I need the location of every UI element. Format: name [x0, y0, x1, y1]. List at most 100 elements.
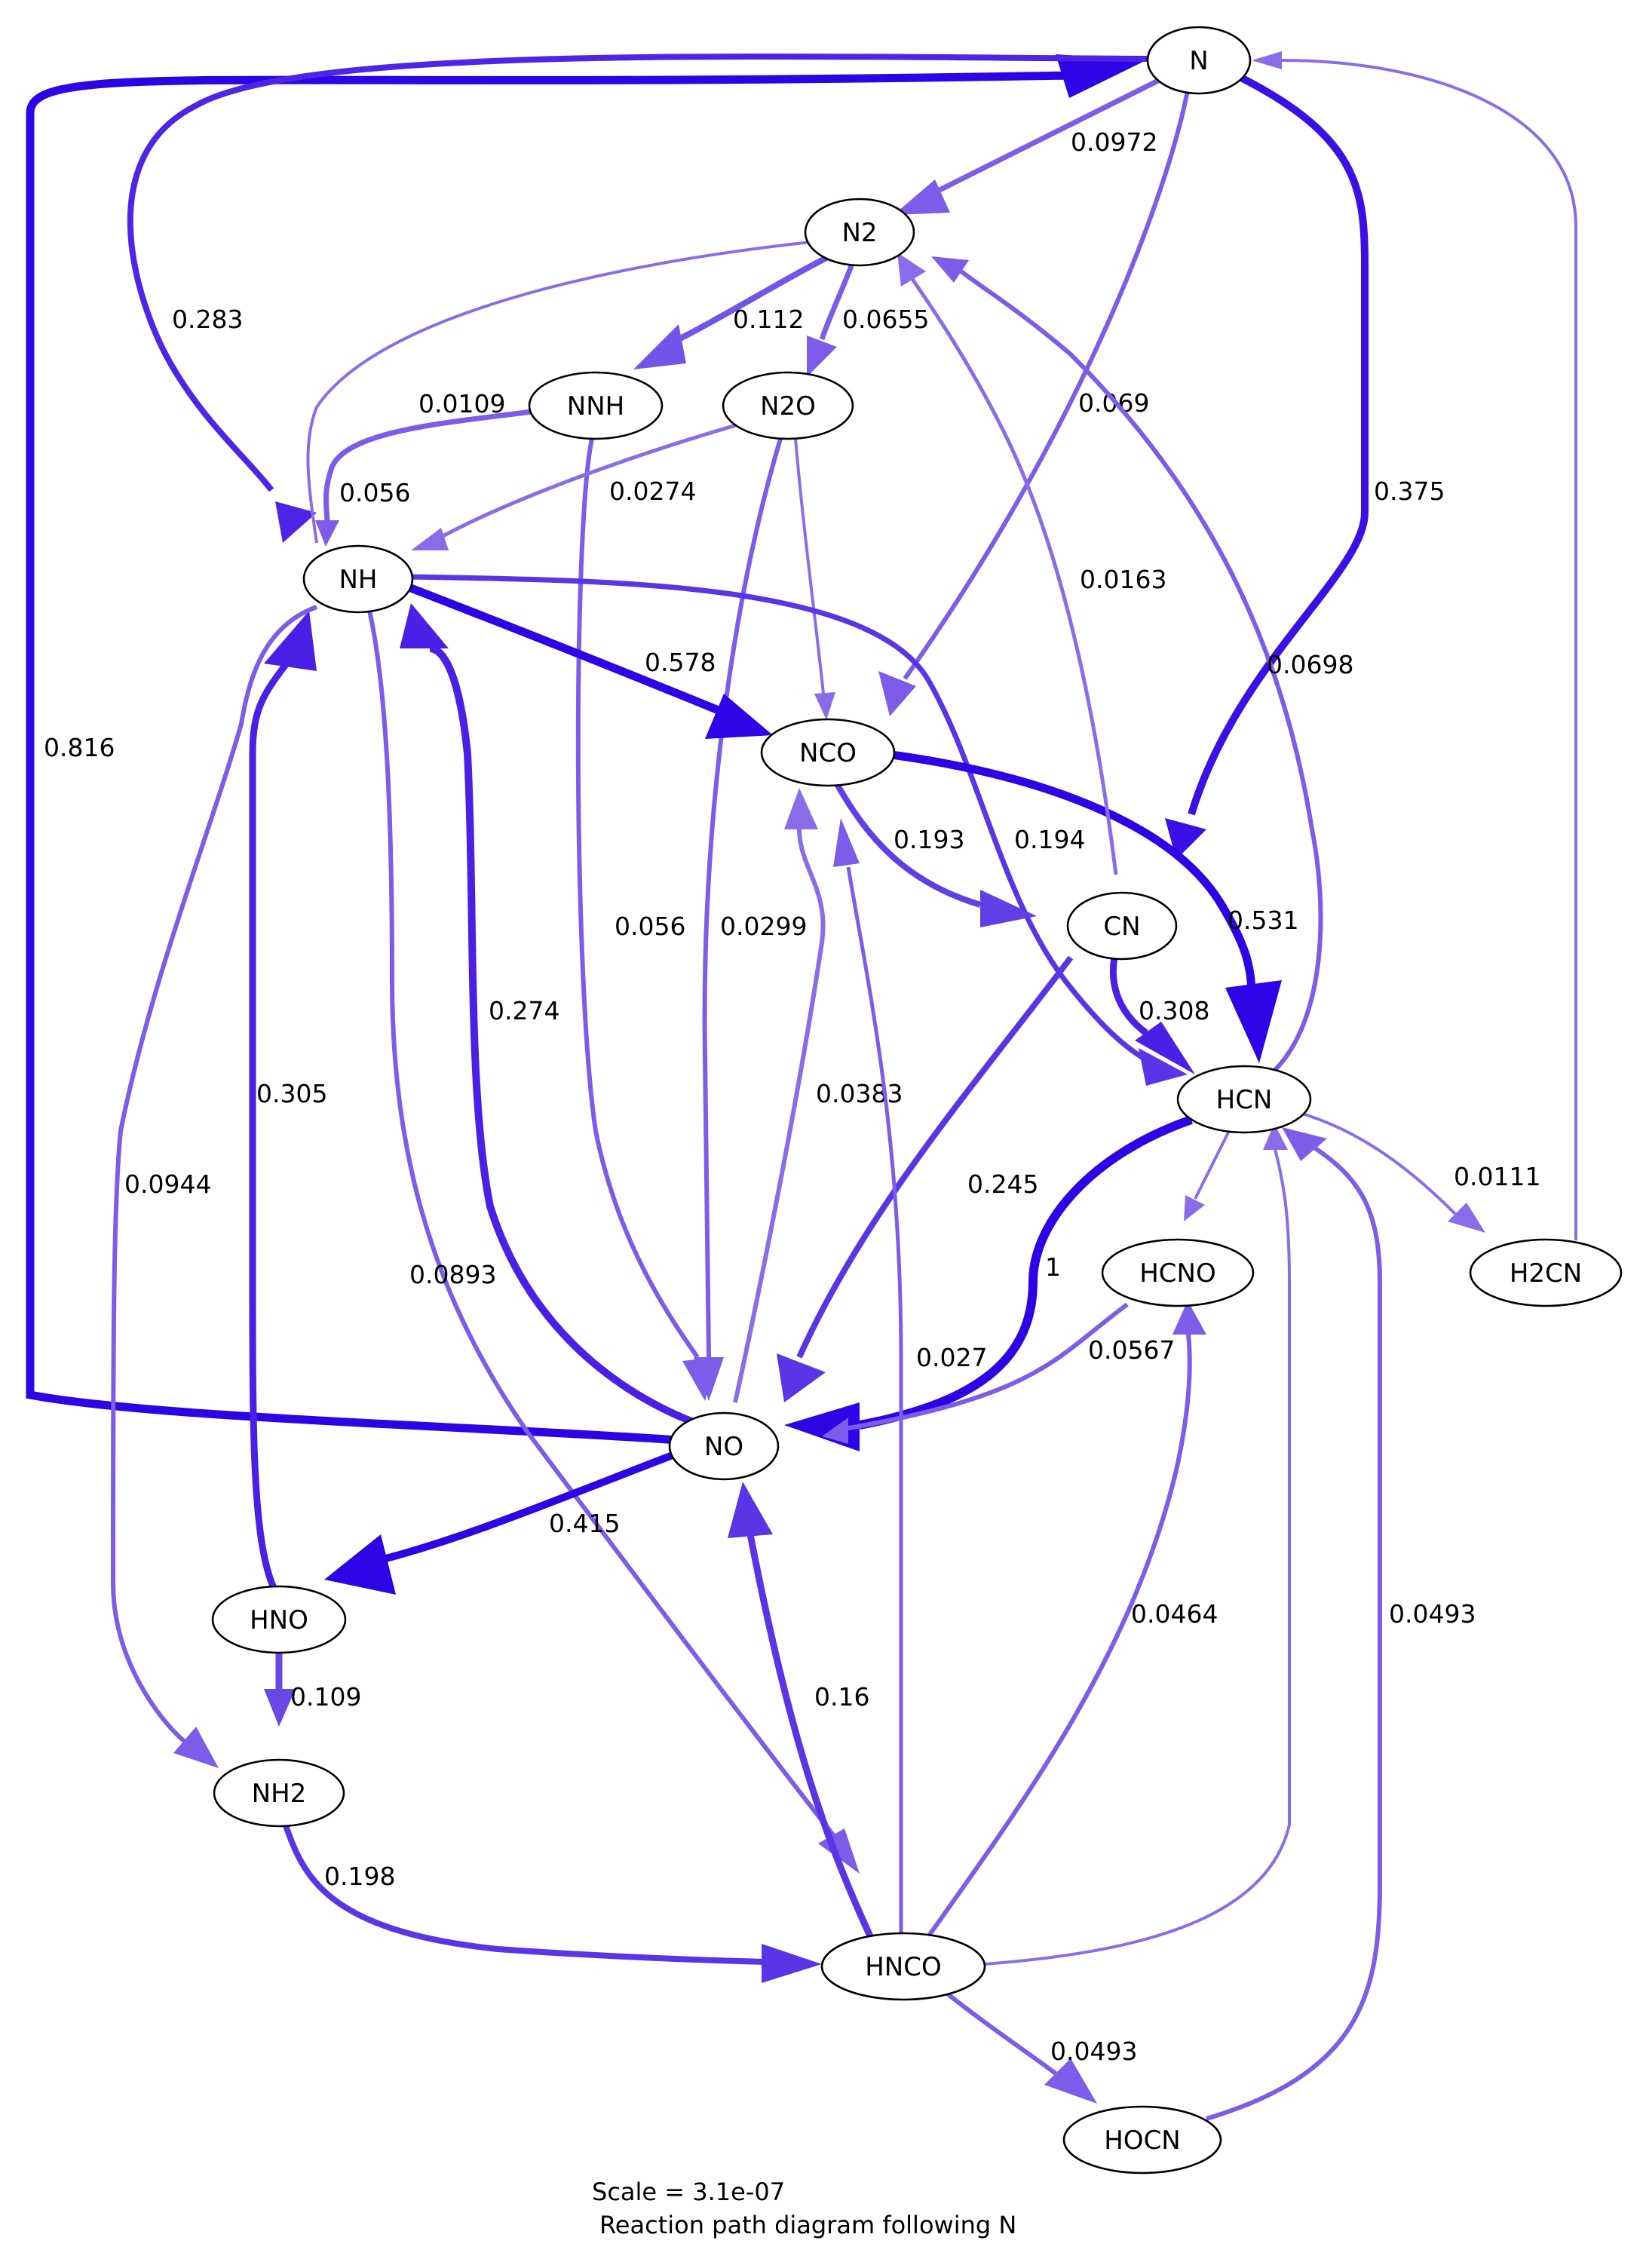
edge-nco-to-hcn-arrow — [1225, 980, 1282, 1063]
edge-h2cn-to-n-line — [1281, 59, 1577, 1240]
edge-n2o-to-nh-arrow — [411, 528, 449, 550]
edge-no-to-hno-line — [375, 1448, 684, 1565]
edge-cn-to-n2-line — [910, 277, 1118, 875]
edge-nh-to-hcn-line — [410, 574, 1163, 1070]
edge-n-to-cn-line — [1188, 72, 1369, 816]
node-hocn-label: HOCN — [1104, 2125, 1181, 2156]
node-hno[interactable]: HNO — [211, 1585, 347, 1654]
edge-no-to-n-line — [26, 71, 1071, 1445]
edge-hnco-to-hocn: 0.0493 — [937, 1985, 1137, 2104]
edge-nh-to-nh2-line — [110, 605, 318, 1744]
edge-hnco-to-hcn-arrow — [1263, 1123, 1288, 1150]
node-n[interactable]: N — [1146, 26, 1252, 95]
edge-no-to-hno-label: 0.415 — [549, 1509, 620, 1538]
node-nh2[interactable]: NH2 — [213, 1758, 345, 1828]
node-hnco[interactable]: HNCO — [820, 1932, 986, 2001]
node-hocn[interactable]: HOCN — [1062, 2105, 1222, 2175]
edge-n-to-nh-label: 0.283 — [172, 305, 243, 334]
edge-hcn-to-h2cn-line — [1296, 1111, 1457, 1215]
edge-n2o-to-nco-arrow — [814, 692, 835, 720]
node-nco[interactable]: NCO — [760, 718, 896, 787]
edge-n-to-nco-arrow — [878, 671, 916, 716]
edge-hcn-to-hcno — [1184, 1130, 1231, 1221]
edge-nh-to-hcn-label: 0.194 — [1014, 825, 1085, 854]
edge-n-to-nco: 0.069 — [878, 90, 1190, 716]
edge-nh-to-nco: 0.578 — [409, 584, 773, 739]
node-n2[interactable]: N2 — [804, 198, 915, 267]
edge-no-to-nco: 0.0383 — [733, 788, 903, 1403]
edge-n2-to-nnh-arrow — [633, 324, 686, 369]
edge-n-to-n2-label: 0.0972 — [1071, 127, 1157, 157]
edge-n-to-nh: 0.283 — [127, 53, 1151, 543]
edge-nh-to-nco-line — [409, 584, 726, 717]
edge-cn-to-hcn: 0.308 — [1109, 949, 1209, 1074]
edge-n2o-to-nh-label: 0.0274 — [609, 477, 696, 506]
edge-hcn-to-h2cn-arrow — [1448, 1203, 1485, 1233]
edge-hnco-to-hocn-arrow — [1044, 2058, 1097, 2104]
edge-nco-to-cn: 0.193 — [834, 783, 1037, 927]
edge-n-to-cn-label: 0.375 — [1374, 477, 1445, 506]
edge-hcno-to-no-arrow — [822, 1418, 848, 1444]
edge-nco-to-hcn-line — [885, 749, 1256, 996]
node-cn[interactable]: CN — [1066, 891, 1178, 961]
edge-hcn-to-h2cn: 0.0111 — [1296, 1111, 1540, 1233]
edge-nh2-to-hnco-line — [280, 1816, 766, 1965]
edge-n2-to-n2o-arrow — [807, 336, 837, 377]
edge-hnco-to-hocn-line — [937, 1985, 1057, 2076]
edge-hnco-to-nco-line — [846, 866, 903, 1939]
edge-cn-to-n2-label: 0.0163 — [1080, 565, 1166, 594]
edge-hcn-to-hcno-line — [1194, 1130, 1231, 1200]
edge-hcn-to-n2: 0.0698 — [931, 256, 1353, 1073]
edge-nh2-to-hnco: 0.198 — [280, 1816, 822, 1983]
edge-hocn-to-hcn-arrow — [1282, 1127, 1327, 1161]
edge-no-to-hno: 0.415 — [324, 1448, 684, 1595]
edge-hnco-to-hcn-line — [983, 1145, 1291, 1966]
edge-n-to-n2-arrow — [894, 179, 950, 215]
edge-hcno-to-no-label: 0.0567 — [1088, 1335, 1175, 1365]
edge-hnco-to-hcn — [983, 1123, 1291, 1966]
edge-nnh-to-no-line — [575, 438, 700, 1359]
edge-no-to-nco-label: 0.0383 — [816, 1079, 903, 1108]
edge-nh2-to-hnco-label: 0.198 — [324, 1862, 395, 1891]
node-n2o[interactable]: N2O — [722, 371, 854, 440]
nodes: N N2 NNH N2O NH NCO CN HCN — [211, 26, 1623, 2175]
edge-nh-to-hcn-arrow — [1139, 1048, 1188, 1086]
node-nco-label: NCO — [799, 738, 857, 768]
edge-no-to-nco-line — [733, 829, 826, 1403]
edge-hocn-to-hcn: 0.0493 — [1206, 1127, 1476, 2121]
edge-n2-to-n2o-label: 0.0655 — [842, 305, 929, 334]
edge-nnh-to-no-label: 0.056 — [615, 912, 685, 941]
edge-hnco-to-nco-arrow — [833, 818, 860, 867]
node-n2-label: N2 — [841, 218, 877, 248]
edge-n-to-nco-line — [903, 90, 1190, 680]
node-nnh[interactable]: NNH — [528, 371, 664, 440]
edge-hnco-to-hcno-arrow — [1172, 1301, 1206, 1335]
edge-nco-to-cn-label: 0.193 — [894, 825, 964, 854]
node-nnh-label: NNH — [567, 391, 624, 421]
node-n2o-label: N2O — [760, 391, 816, 421]
edge-n2o-to-no-line — [702, 438, 783, 1358]
node-hcno[interactable]: HCNO — [1101, 1238, 1255, 1307]
node-no-label: NO — [704, 1432, 743, 1462]
edge-cn-to-no-line — [796, 955, 1074, 1359]
node-hcn[interactable]: HCN — [1176, 1065, 1312, 1134]
edge-nco-to-cn-line — [834, 783, 982, 908]
node-no[interactable]: NO — [668, 1411, 780, 1481]
node-h2cn[interactable]: H2CN — [1469, 1238, 1623, 1307]
edge-hnco-to-nco-label: 0.027 — [916, 1343, 987, 1372]
edge-n2o-to-nh: 0.0274 — [411, 420, 747, 550]
edge-no-to-nh: 0.274 — [400, 603, 703, 1429]
edge-nnh-to-nh-arrow — [315, 520, 339, 547]
edge-nh-to-nh2-arrow — [173, 1727, 219, 1768]
edge-nco-to-hcn: 0.531 — [885, 749, 1298, 1063]
edge-hno-to-nh-label: 0.305 — [256, 1079, 327, 1108]
edge-hcn-to-no-line — [858, 1115, 1193, 1430]
node-nh[interactable]: NH — [302, 544, 414, 614]
edge-hno-to-nh-arrow — [264, 611, 317, 671]
edge-hnco-to-hcno-line — [925, 1326, 1192, 1939]
edge-hocn-to-hcn-line — [1206, 1144, 1382, 2121]
edge-no-to-nh-label: 0.274 — [489, 996, 559, 1025]
node-n-label: N — [1189, 46, 1208, 76]
edge-hno-to-nh: 0.305 — [249, 611, 327, 1593]
edge-cn-to-n2-arrow — [897, 253, 926, 287]
